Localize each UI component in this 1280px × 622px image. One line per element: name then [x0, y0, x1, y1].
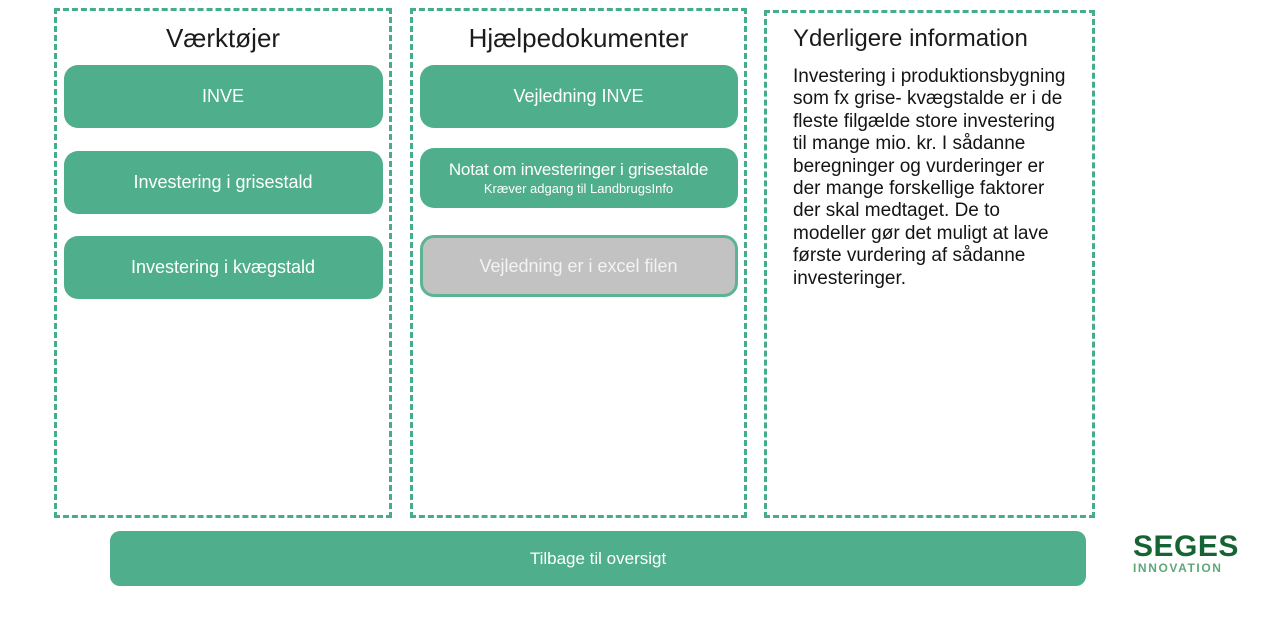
panel-additional-info: Yderligere information Investering i pro…	[764, 10, 1095, 518]
investering-grisestald-button[interactable]: Investering i grisestald	[63, 151, 383, 214]
investering-kvaegstald-button[interactable]: Investering i kvægstald	[63, 236, 383, 299]
panel-help-documents: Hjælpedokumenter Vejledning INVE Notat o…	[410, 8, 747, 518]
inve-button[interactable]: INVE	[63, 65, 383, 128]
seges-logo-wordmark: SEGES	[1133, 530, 1239, 563]
back-to-overview-button[interactable]: Tilbage til oversigt	[110, 531, 1086, 586]
vejledning-inve-button[interactable]: Vejledning INVE	[419, 65, 738, 128]
seges-logo: SEGES INNOVATION	[1133, 530, 1239, 576]
additional-info-text: Investering i produktionsbygning som fx …	[793, 66, 1066, 289]
panel-tools-title: Værktøjer	[165, 23, 281, 53]
seges-logo-subtitle: INNOVATION	[1133, 561, 1223, 575]
panel-help-documents-title: Hjælpedokumenter	[468, 23, 689, 53]
vejledning-excel-button-disabled: Vejledning er i excel filen	[419, 235, 738, 297]
panel-additional-info-title: Yderligere information	[793, 25, 1028, 52]
notat-investeringer-button-label: Notat om investeringer i grisestalde	[448, 160, 709, 179]
notat-investeringer-button-sublabel: Kræver adgang til LandbrugsInfo	[483, 181, 674, 196]
notat-investeringer-button[interactable]: Notat om investeringer i grisestalde Kræ…	[419, 148, 738, 208]
panel-tools: Værktøjer INVE Investering i grisestald …	[54, 8, 392, 518]
